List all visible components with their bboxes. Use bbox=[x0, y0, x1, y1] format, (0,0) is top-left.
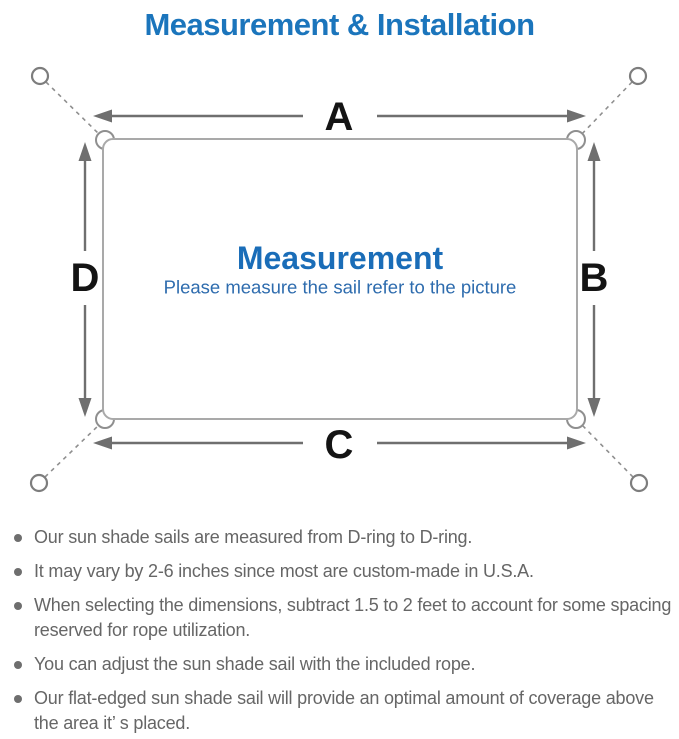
instruction-item: Our flat-edged sun shade sail will provi… bbox=[14, 686, 673, 736]
tether-line-top-left bbox=[45, 81, 102, 137]
instruction-item: It may vary by 2-6 inches since most are… bbox=[14, 559, 673, 584]
instruction-list: Our sun shade sails are measured from D-… bbox=[0, 525, 679, 736]
dimension-label-d: D bbox=[71, 256, 100, 300]
arrowhead-left-icon bbox=[93, 436, 112, 450]
measurement-diagram: A C D B Measurement Please meas bbox=[29, 66, 649, 493]
dimension-label-b: B bbox=[580, 256, 609, 300]
measure-arrow-c: C bbox=[93, 423, 586, 467]
bullet-icon bbox=[14, 695, 22, 703]
measure-arrow-d: D bbox=[71, 142, 100, 417]
anchor-ring-icon bbox=[30, 66, 50, 86]
instruction-text: You can adjust the sun shade sail with t… bbox=[34, 654, 476, 674]
instruction-text: Our sun shade sails are measured from D-… bbox=[34, 527, 473, 547]
anchor-ring-icon bbox=[29, 473, 49, 493]
tether-line-bottom-right bbox=[579, 422, 634, 478]
instruction-item: When selecting the dimensions, subtract … bbox=[14, 593, 673, 643]
instruction-text: When selecting the dimensions, subtract … bbox=[34, 595, 672, 640]
bullet-icon bbox=[14, 568, 22, 576]
arrowhead-up-icon bbox=[78, 142, 92, 161]
anchor-ring-icon bbox=[628, 66, 648, 86]
instruction-text: It may vary by 2-6 inches since most are… bbox=[34, 561, 534, 581]
instruction-item: Our sun shade sails are measured from D-… bbox=[14, 525, 673, 550]
dimension-label-a: A bbox=[325, 95, 354, 139]
bullet-icon bbox=[14, 534, 22, 542]
anchor-ring-icon bbox=[629, 473, 649, 493]
tether-line-bottom-left bbox=[44, 422, 102, 478]
measure-arrow-a: A bbox=[93, 95, 586, 139]
instruction-item: You can adjust the sun shade sail with t… bbox=[14, 652, 673, 677]
measure-arrow-b: B bbox=[580, 142, 609, 417]
bullet-icon bbox=[14, 602, 22, 610]
page-title: Measurement & Installation bbox=[144, 7, 535, 42]
diagram-heading: Measurement bbox=[237, 240, 444, 276]
arrowhead-up-icon bbox=[587, 142, 601, 161]
instruction-text: Our flat-edged sun shade sail will provi… bbox=[34, 688, 654, 733]
sail-outline bbox=[102, 138, 578, 420]
arrowhead-down-icon bbox=[587, 398, 601, 417]
arrowhead-right-icon bbox=[567, 436, 586, 450]
arrowhead-left-icon bbox=[93, 109, 112, 123]
tether-line-top-right bbox=[579, 81, 633, 137]
dimension-label-c: C bbox=[325, 423, 354, 467]
bullet-icon bbox=[14, 661, 22, 669]
diagram-subheading: Please measure the sail refer to the pic… bbox=[164, 277, 517, 298]
arrowhead-down-icon bbox=[78, 398, 92, 417]
arrowhead-right-icon bbox=[567, 109, 586, 123]
